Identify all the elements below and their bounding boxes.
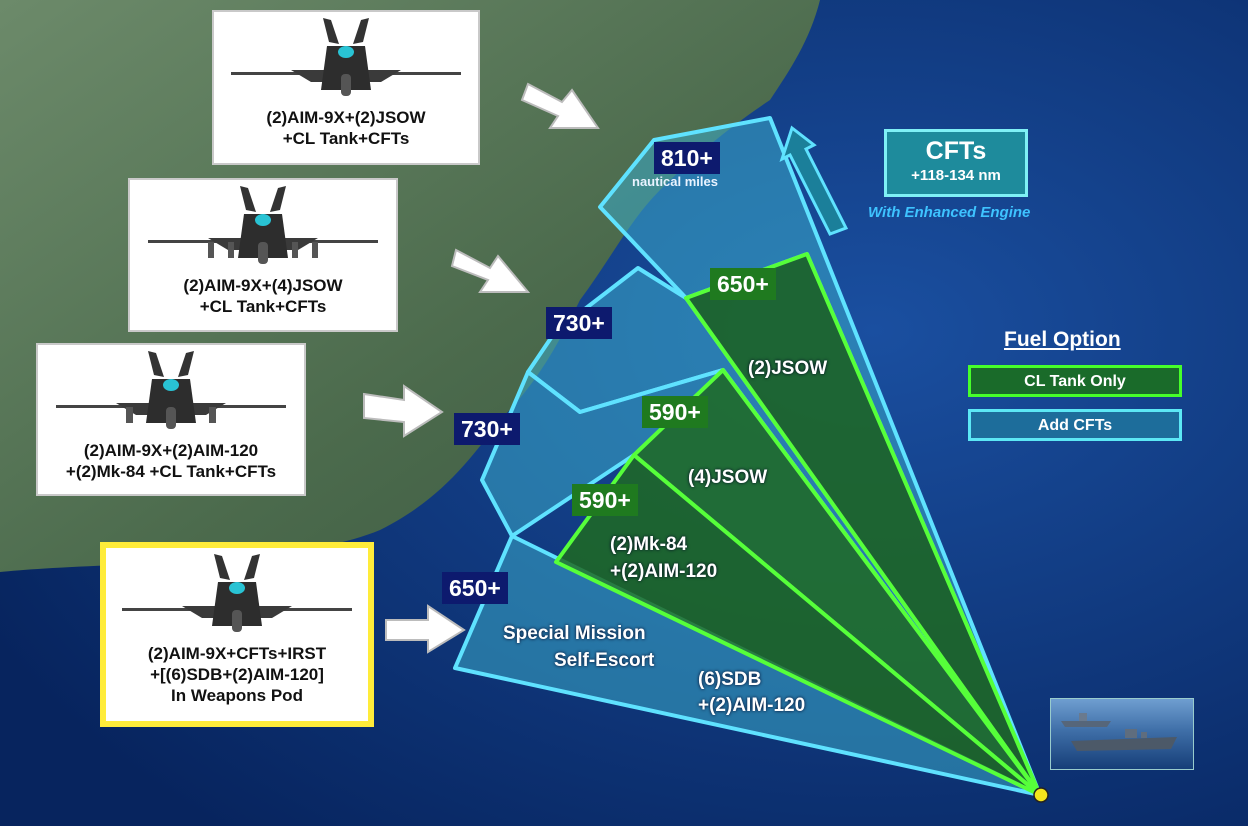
carrier-group-image xyxy=(1050,698,1194,770)
loadout-2-line1: (2)AIM-9X+(4)JSOW xyxy=(183,276,343,295)
arrow-4 xyxy=(385,604,466,654)
loadout-card-1: (2)AIM-9X+(2)JSOW +CL Tank+CFTs xyxy=(212,10,480,165)
range-590-upper-badge: 590+ xyxy=(642,396,708,428)
cft-engine-note: With Enhanced Engine xyxy=(868,204,1031,221)
arrow-3 xyxy=(363,384,444,438)
loadout-4-line3: In Weapons Pod xyxy=(171,686,303,705)
weapon-label-sdb-1: (6)SDB xyxy=(698,669,762,690)
loadout-4-line2: +[(6)SDB+(2)AIM-120] xyxy=(150,665,324,684)
range-650-cl-badge: 650+ xyxy=(710,268,776,300)
origin-point xyxy=(1033,787,1049,803)
loadout-4-line1: (2)AIM-9X+CFTs+IRST xyxy=(147,644,327,663)
weapon-label-mk84-2: +(2)AIM-120 xyxy=(610,561,718,582)
arrow-1 xyxy=(520,82,600,129)
fighter-jet-icon xyxy=(56,351,286,429)
weapon-label-2jsow: (2)JSOW xyxy=(748,358,828,379)
cft-subtitle: +118-134 nm xyxy=(911,167,1001,184)
cft-callout: CFTs +118-134 nm xyxy=(884,129,1028,197)
loadout-card-2: (2)AIM-9X+(4)JSOW +CL Tank+CFTs xyxy=(128,178,398,332)
special-mission-line2: Self-Escort xyxy=(554,650,655,671)
legend-add-cfts: Add CFTs xyxy=(968,409,1182,441)
range-590-lower-badge: 590+ xyxy=(572,484,638,516)
fighter-jet-icon xyxy=(231,18,461,96)
range-730-upper-badge: 730+ xyxy=(546,307,612,339)
weapon-label-sdb-2: +(2)AIM-120 xyxy=(698,695,806,716)
arrow-2 xyxy=(450,248,531,293)
loadout-1-line1: (2)AIM-9X+(2)JSOW xyxy=(266,108,426,127)
fighter-jet-icon xyxy=(122,554,352,632)
range-810-unit: nautical miles xyxy=(632,174,718,189)
weapon-label-mk84-1: (2)Mk-84 xyxy=(610,534,688,555)
cft-extension-arrow xyxy=(779,125,849,236)
legend-cl-tank: CL Tank Only xyxy=(968,365,1182,397)
range-730-lower-badge: 730+ xyxy=(454,413,520,445)
pointer-arrows xyxy=(363,82,600,654)
special-mission-line1: Special Mission xyxy=(503,623,646,644)
range-810-badge: 810+ xyxy=(654,142,720,174)
loadout-3-line2: +(2)Mk-84 +CL Tank+CFTs xyxy=(65,462,277,481)
carrier-ship-icon xyxy=(1061,713,1177,751)
cft-title: CFTs xyxy=(925,137,987,165)
fighter-jet-icon xyxy=(148,186,378,264)
loadout-3-line1: (2)AIM-9X+(2)AIM-120 xyxy=(83,441,259,460)
loadout-1-line2: +CL Tank+CFTs xyxy=(282,129,410,148)
loadout-card-4: (2)AIM-9X+CFTs+IRST +[(6)SDB+(2)AIM-120]… xyxy=(100,542,374,727)
weapon-label-4jsow: (4)JSOW xyxy=(688,467,768,488)
loadout-card-3: (2)AIM-9X+(2)AIM-120 +(2)Mk-84 +CL Tank+… xyxy=(36,343,306,496)
cl-sectors xyxy=(554,252,1042,797)
legend-title: Fuel Option xyxy=(1004,328,1121,351)
loadout-2-line2: +CL Tank+CFTs xyxy=(199,297,327,316)
range-650-cft-badge: 650+ xyxy=(442,572,508,604)
